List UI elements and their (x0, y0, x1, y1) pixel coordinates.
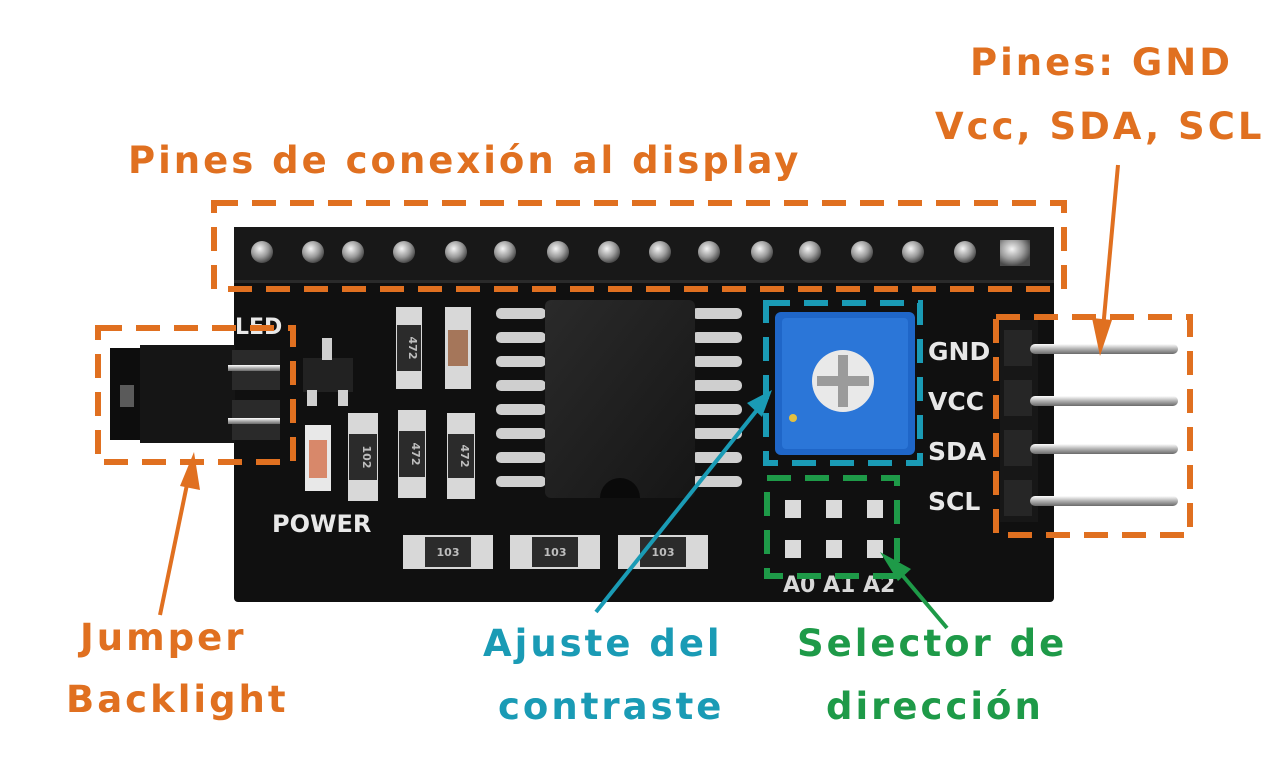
backlight-jumper (110, 345, 280, 443)
pin-label-scl: SCL (928, 487, 980, 516)
jumper-label-line2: Backlight (66, 678, 289, 721)
display-pins-box (211, 200, 1067, 292)
contrast-box (763, 300, 923, 466)
pin-label-vcc: VCC (928, 387, 984, 416)
i2c-header (1000, 320, 1178, 522)
resistor-code: 103 (544, 546, 567, 559)
i2c-pins-box (993, 314, 1193, 538)
address-label-line1: Selector de (797, 622, 1068, 665)
jumper-label-line1: Jumper (80, 616, 247, 659)
pins-header-label-line2: Vcc, SDA, SCL (935, 105, 1265, 148)
chip-left-pins (496, 308, 546, 487)
resistor-code: 102 (360, 446, 373, 469)
power-silkscreen: POWER (272, 510, 371, 538)
display-header-pins (251, 240, 1030, 266)
resistor-code: 472 (409, 443, 422, 466)
resistor-472-top-left: 472 (396, 307, 422, 389)
resistor-102: 102 (348, 413, 378, 501)
address-pads: A0 A1 A2 (783, 500, 895, 598)
board-silkscreen: GND VCC SDA SCL POWER LED (235, 315, 990, 538)
contrast-label-line1: Ajuste del (483, 622, 723, 665)
power-led (305, 425, 331, 491)
capacitor-top (445, 307, 471, 389)
resistor-103-a: 103 (403, 535, 493, 569)
resistor-code: 472 (406, 337, 419, 360)
resistor-code: 472 (458, 445, 471, 468)
pin-label-sda: SDA (928, 437, 987, 466)
resistor-472-right: 472 (447, 413, 475, 499)
display-pins-label: Pines de conexión al display (128, 139, 802, 182)
resistor-472-mid: 472 (398, 410, 426, 498)
callout-arrows (158, 164, 1120, 630)
resistor-code: 103 (652, 546, 675, 559)
address-label-line2: dirección (826, 685, 1044, 728)
resistor-code: 103 (437, 546, 460, 559)
transistor (303, 338, 353, 406)
resistor-103-b: 103 (510, 535, 600, 569)
pin-label-gnd: GND (928, 337, 990, 366)
contrast-label-line2: contraste (498, 685, 725, 728)
resistor-103-c: 103 (618, 535, 708, 569)
pins-header-label-line1: Pines: GND (970, 41, 1233, 84)
contrast-potentiometer (775, 312, 915, 455)
smd-resistors: 472 102 472 472 103 103 (348, 307, 708, 569)
